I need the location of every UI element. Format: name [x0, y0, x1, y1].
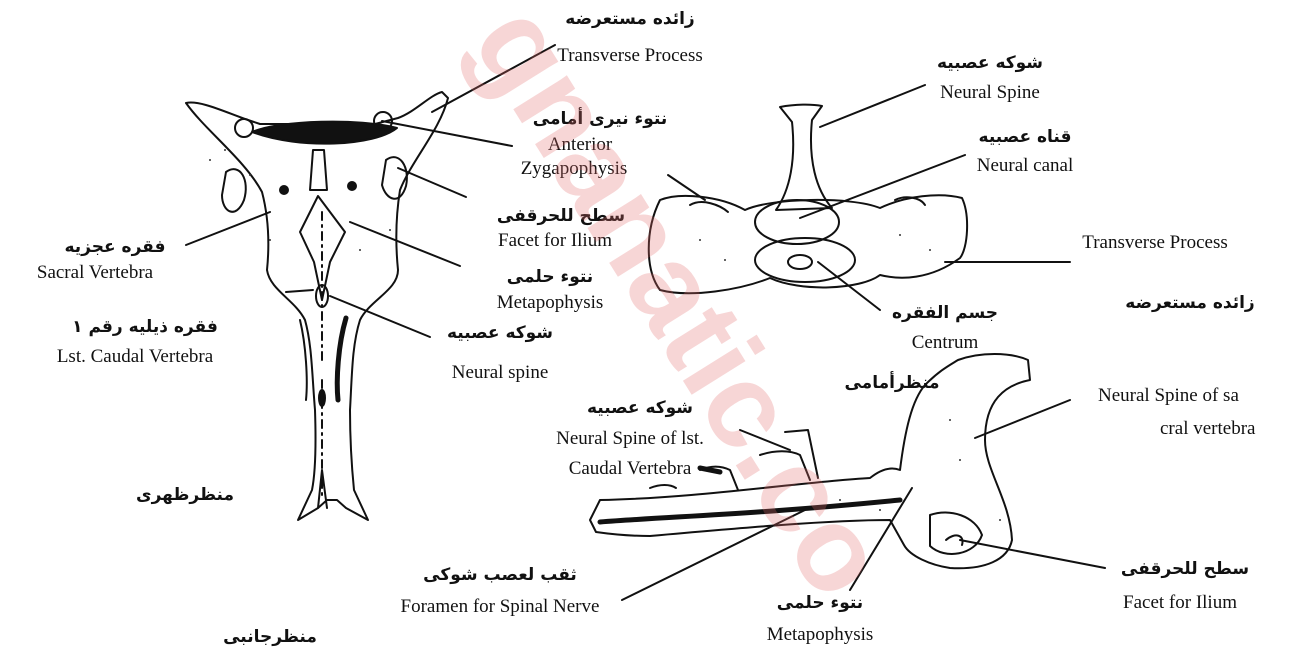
leader-neural-spine-sacral — [975, 400, 1070, 438]
leader-first-caudal — [286, 290, 313, 292]
label-first-caudal-ar: فقره ذيليه رقم ١ — [20, 316, 270, 338]
label-first-caudal-en: Lst. Caudal Vertebra — [0, 346, 270, 368]
leader-neural-spine-ant — [820, 85, 925, 127]
leader-anterior-zygapophysis — [382, 121, 512, 146]
label-anterior-zygapophysis-en1: Anterior — [500, 134, 660, 156]
label-facet-ilium-ar: سطح للحرقفى — [476, 205, 646, 227]
label-centrum-en: Centrum — [875, 332, 1015, 354]
label-foramen-en: Foramen for Spinal Nerve — [350, 596, 650, 618]
leader-neural-canal-ant — [800, 155, 965, 218]
anterior-view-drawing — [649, 105, 967, 294]
label-neural-spine-ant-ar: شوكه عصبيه — [920, 52, 1060, 74]
label-facet-ilium-lat-ar: سطح للحرقفى — [1085, 558, 1285, 580]
dorsal-view-drawing — [186, 92, 448, 520]
label-neural-canal-ar: قناه عصبيه — [955, 126, 1095, 148]
label-neural-spine-caudal-en1: Neural Spine of lst. — [500, 428, 760, 450]
leader-facet-ilium — [398, 168, 466, 197]
label-metapophysis-ar: نتوء حلمى — [470, 266, 630, 288]
label-neural-spine-ant-en: Neural Spine — [920, 82, 1060, 104]
label-neural-spine-sacral-en1: Neural Spine of sa — [1098, 385, 1298, 407]
leader-foramen — [622, 510, 805, 600]
label-sacral-vertebra-en: Sacral Vertebra — [0, 262, 190, 284]
label-transverse-process-ant-ar: زائده مستعرضه — [1075, 292, 1304, 314]
leader-facet-ilium-lat — [960, 540, 1105, 568]
label-sacral-vertebra-ar: فقره عجزيه — [20, 236, 210, 258]
view-title-anterior: منظرأمامى — [822, 372, 962, 394]
label-foramen-ar: ثقب لعصب شوكى — [390, 564, 610, 586]
label-anterior-zygapophysis-en2: Zygapophysis — [484, 158, 664, 180]
label-neural-spine-sacral-en2: cral vertebra — [1160, 418, 1300, 440]
label-metapophysis-lat-en: Metapophysis — [720, 624, 920, 646]
label-transverse-process-ant-en: Transverse Process — [1040, 232, 1270, 254]
label-transverse-process-ar: زائده مستعرضه — [520, 8, 740, 30]
view-title-dorsal: منظرظهرى — [110, 484, 260, 506]
view-title-lateral: منظرجانبى — [200, 626, 340, 648]
label-neural-spine-ar: شوكه عصبيه — [420, 322, 580, 344]
label-neural-spine-caudal-ar: شوكه عصبيه — [540, 397, 740, 419]
label-metapophysis-en: Metapophysis — [470, 292, 630, 314]
label-facet-ilium-lat-en: Facet for Ilium — [1080, 592, 1280, 614]
label-neural-spine-en: Neural spine — [420, 362, 580, 384]
leader-centrum-ant — [818, 262, 880, 310]
label-neural-canal-en: Neural canal — [955, 155, 1095, 177]
label-anterior-zygapophysis-ar: نتوء نيرى أمامى — [500, 108, 700, 130]
label-metapophysis-lat-ar: نتوء حلمى — [740, 592, 900, 614]
label-neural-spine-caudal-en2: Caudal Vertebra — [500, 458, 760, 480]
label-transverse-process-en: Transverse Process — [515, 45, 745, 67]
leader-metapophysis — [350, 222, 460, 266]
label-facet-ilium-en: Facet for Ilium — [470, 230, 640, 252]
label-centrum-ar: جسم الفقره — [875, 302, 1015, 324]
